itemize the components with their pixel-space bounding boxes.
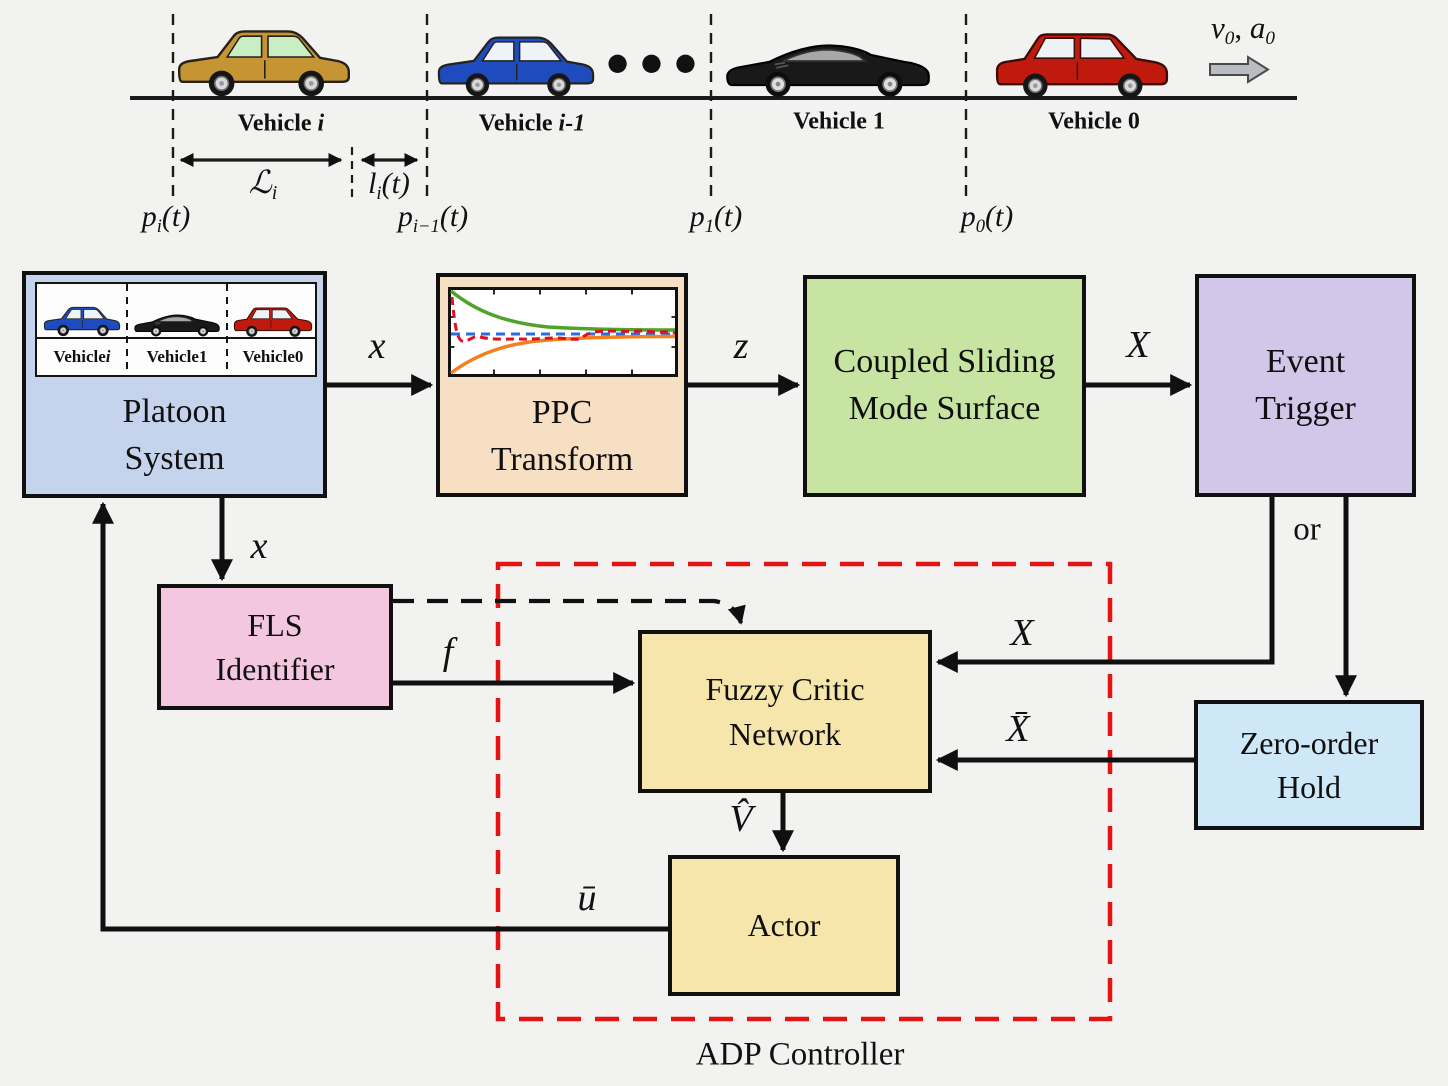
signal-label-ubar: ū — [577, 877, 597, 919]
mini-blue-car-image — [43, 306, 121, 337]
platoon-system-title: Platoon System — [122, 392, 227, 477]
zero-order-hold-title: Zero-order Hold — [1239, 724, 1379, 805]
leader-motion-label: v0, a0 — [1211, 10, 1275, 49]
fuzzy-critic-title: Fuzzy Critic Network — [705, 671, 865, 752]
signal-label-x-fls: x — [250, 525, 268, 567]
vehicle-i-image — [177, 30, 350, 98]
adp-controller-caption: ADP Controller — [695, 1036, 905, 1073]
panel-vehicle-label-i: Vehiclei — [53, 347, 111, 366]
fuzzy-critic-network-block: Fuzzy Critic Network — [638, 630, 932, 793]
ppc-transform-title: PPC Transform — [490, 394, 634, 478]
panel-dashed-separator — [126, 284, 128, 375]
or-label: or — [1293, 511, 1321, 548]
signal-label-X-critic: X — [1010, 612, 1034, 654]
event-trigger-block: Event Trigger — [1195, 274, 1416, 497]
leader-direction-arrow-icon — [1209, 55, 1270, 84]
mini-red-car-image — [233, 307, 313, 337]
position-label-p0: p0(t) — [960, 200, 1014, 237]
signal-label-f: f — [442, 631, 454, 673]
event-trigger-title: Event Trigger — [1255, 342, 1356, 427]
position-label-pi: pi(t) — [141, 200, 191, 237]
panel-divider — [37, 337, 315, 339]
csms-title: Coupled Sliding Mode Surface — [833, 343, 1056, 427]
vehicle-0-image — [995, 33, 1169, 98]
zero-order-hold-block: Zero-order Hold — [1194, 700, 1424, 830]
panel-vehicle-label-0: Vehicle0 — [242, 347, 304, 366]
actor-block: Actor — [668, 855, 900, 996]
coupled-sliding-mode-surface-block: Coupled Sliding Mode Surface — [803, 275, 1086, 497]
vehicle-length-label: ℒi — [248, 164, 278, 204]
signal-label-X-event: X — [1126, 324, 1150, 366]
actor-title: Actor — [747, 907, 821, 944]
position-label-p1: p1(t) — [689, 200, 743, 237]
ppc-transform-block: PPC Transform — [436, 273, 688, 497]
vehicle-1-image — [726, 44, 930, 98]
arrow-event-to-critic — [935, 497, 1275, 674]
mini-black-car-image — [134, 314, 220, 337]
dashed-arrow-fls-to-critic — [393, 598, 746, 625]
fls-identifier-title: FLS Identifier — [215, 606, 335, 687]
ellipsis-dots: ●●● — [607, 48, 709, 76]
signal-label-Xbar: X̄ — [1006, 708, 1030, 750]
fls-identifier-block: FLS Identifier — [157, 584, 393, 710]
signal-label-x-ppc: x — [368, 325, 386, 367]
platoon-vehicles-panel: Vehiclei Vehicle1 Vehicle0 — [35, 282, 317, 377]
gap-length-label: li(t) — [368, 167, 410, 204]
position-label-pi-1: pi−1(t) — [397, 200, 469, 237]
signal-label-z: z — [733, 325, 749, 367]
platoon-system-block: Vehiclei Vehicle1 Vehicle0 Platoon Syste… — [22, 271, 327, 498]
signal-label-Vhat: V̂ — [729, 798, 753, 840]
panel-dashed-separator — [226, 284, 228, 375]
vehicle-i-1-image — [437, 36, 595, 98]
ppc-thumbnail-plot — [448, 287, 678, 377]
panel-vehicle-label-1: Vehicle1 — [146, 347, 208, 366]
arrow-actor-to-platoon — [91, 501, 668, 932]
